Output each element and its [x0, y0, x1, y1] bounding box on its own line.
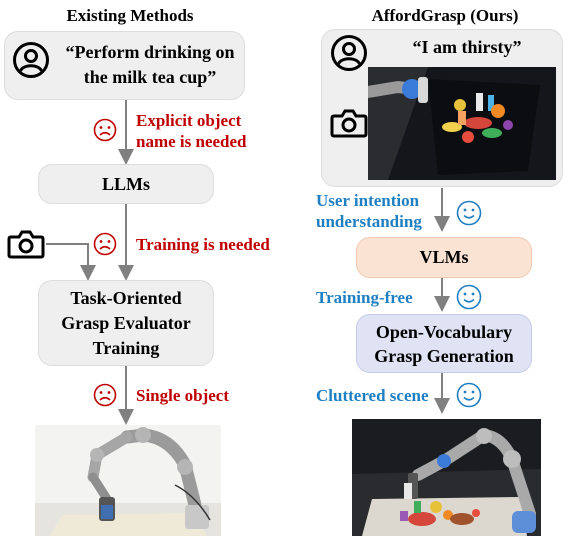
left-prompt-line2: the milk tea cup” — [83, 67, 217, 87]
arrow-camera-to-evaluator — [46, 243, 96, 281]
sad-face-icon — [93, 383, 117, 407]
benefit-cluttered-scene: Cluttered scene — [316, 386, 429, 405]
issue-explicit-object: Explicit object name is needed — [136, 110, 247, 152]
benefit1-line1: User intention — [316, 191, 420, 210]
issue-training-needed: Training is needed — [136, 235, 270, 254]
sad-face-icon — [93, 232, 117, 256]
generation-line1: Open-Vocabulary — [375, 321, 513, 342]
left-prompt-line1: “Perform drinking on — [65, 42, 235, 62]
sad-face-icon — [93, 118, 117, 142]
issue1-line1: Explicit object — [136, 111, 242, 130]
evaluator-line2: Grasp Evaluator — [61, 312, 191, 333]
vlm-box: VLMs — [356, 237, 532, 278]
right-prompt-text: “I am thirsty” — [412, 37, 522, 57]
issue1-line2: name is needed — [136, 132, 247, 151]
benefit1-line2: understanding — [316, 212, 422, 231]
left-prompt-text: “Perform drinking on the milk tea cup” — [55, 40, 245, 90]
left-prompt-box: “Perform drinking on the milk tea cup” — [4, 31, 245, 100]
right-column-title: AffordGrasp (Ours) — [371, 6, 519, 25]
single-object-robot-photo — [35, 425, 221, 536]
evaluator-line1: Task-Oriented — [70, 287, 182, 308]
user-icon — [331, 35, 367, 71]
cluttered-scene-robot-photo — [352, 419, 541, 536]
happy-face-icon — [456, 284, 482, 310]
benefit-training-free: Training-free — [316, 288, 413, 307]
benefit-user-intention: User intention understanding — [316, 190, 422, 232]
camera-icon — [7, 230, 45, 259]
right-prompt-box: “I am thirsty” — [321, 29, 563, 187]
evaluator-box: Task-Oriented Grasp Evaluator Training — [38, 280, 214, 366]
generation-box: Open-Vocabulary Grasp Generation — [356, 314, 532, 373]
issue-single-object: Single object — [136, 386, 230, 405]
cluttered-scene-photo — [368, 67, 556, 180]
generation-line2: Grasp Generation — [374, 345, 514, 366]
user-icon — [13, 42, 49, 78]
happy-face-icon — [456, 200, 482, 226]
evaluator-line3: Training — [92, 337, 160, 358]
llm-box: LLMs — [38, 164, 214, 204]
happy-face-icon — [456, 382, 482, 408]
left-column-title: Existing Methods — [66, 6, 194, 25]
camera-icon — [330, 109, 368, 138]
